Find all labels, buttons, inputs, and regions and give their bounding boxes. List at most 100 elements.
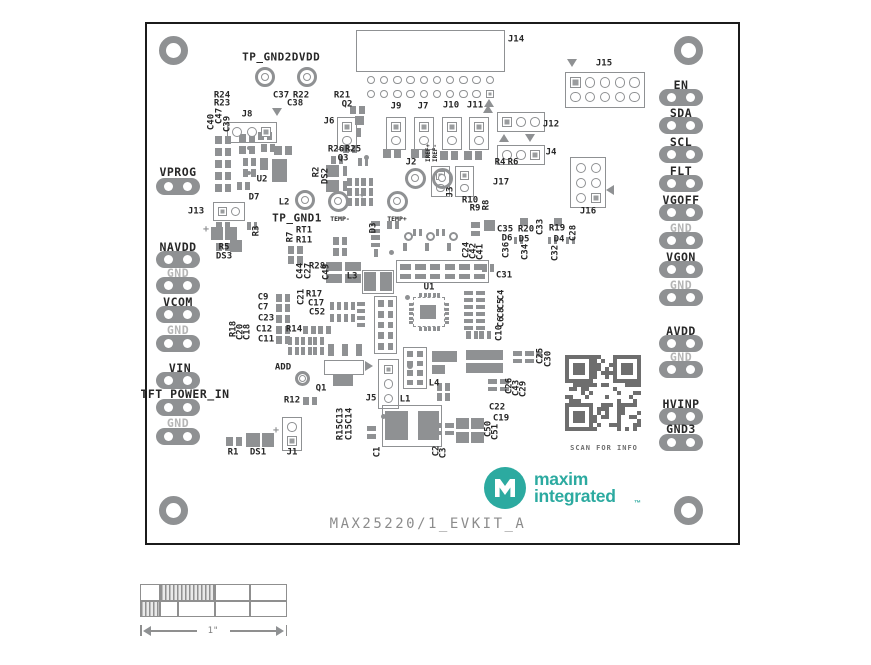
- component-body: [364, 272, 376, 291]
- component-pad: [476, 291, 485, 295]
- qr-module: [633, 391, 637, 395]
- pin1-marker-icon: [499, 134, 509, 142]
- component-outline: [324, 360, 364, 375]
- qr-module: [629, 383, 633, 387]
- pad-array-pad: [378, 310, 384, 318]
- pin-pad-gnd: [659, 288, 703, 306]
- connector-pin: [383, 364, 393, 374]
- ref-label-c33: C33: [535, 218, 546, 236]
- qr-module: [569, 403, 573, 407]
- pin1-marker-icon: [272, 108, 282, 116]
- qr-module: [565, 407, 569, 411]
- component-pad: [368, 198, 373, 206]
- ref-label-r28: R28: [308, 261, 326, 272]
- pin-pad-hole: [667, 120, 676, 130]
- connector-pin: [391, 122, 401, 132]
- component-pad: [464, 312, 473, 316]
- component-pad: [367, 426, 376, 431]
- component-pad: [357, 309, 365, 313]
- component-body: [471, 432, 484, 443]
- pin-pad-hole: [686, 411, 695, 421]
- qr-module: [605, 407, 609, 411]
- qr-module: [593, 419, 597, 423]
- testpoint-center: [298, 374, 306, 382]
- ref-label-r22: R22: [292, 90, 310, 101]
- component-body: [466, 363, 503, 373]
- pin-pad-hole: [667, 264, 676, 274]
- component-body: [211, 227, 223, 240]
- logo-word-2: integrated: [534, 486, 616, 506]
- component-body: [466, 350, 503, 360]
- qr-module: [609, 371, 613, 375]
- qr-module: [569, 399, 573, 403]
- ic-u1-pin: [409, 303, 413, 306]
- ref-label-c18: C18: [242, 323, 253, 341]
- qr-module: [565, 423, 569, 427]
- component-pad: [368, 178, 373, 186]
- qr-module: [613, 375, 617, 379]
- qr-module: [625, 403, 629, 407]
- qr-module: [601, 359, 605, 363]
- pad-array-outline: [396, 260, 489, 283]
- ref-label-j3: J3: [445, 186, 456, 198]
- component-body: [432, 365, 445, 374]
- ref-label-r24: R24: [213, 90, 231, 101]
- qr-module: [613, 367, 617, 371]
- ref-label-r10: R10: [461, 195, 479, 206]
- ic-u1-pin: [409, 321, 413, 325]
- component-pad: [301, 347, 305, 355]
- pin1-marker-icon: [484, 99, 494, 107]
- testpoint-ring: [255, 67, 275, 87]
- qr-module: [589, 391, 593, 395]
- component-pad: [313, 337, 317, 345]
- via: [364, 155, 369, 160]
- qr-module: [581, 415, 585, 419]
- ref-label-r23: R23: [213, 98, 231, 109]
- pad-array-pad: [378, 321, 384, 329]
- qr-module: [617, 419, 621, 423]
- qr-module: [617, 391, 621, 395]
- testpoint-center: [333, 196, 343, 206]
- testpoint-center: [301, 196, 309, 204]
- qr-module: [565, 415, 569, 419]
- qr-module: [577, 371, 581, 375]
- pad-array-pad: [417, 360, 423, 366]
- component-pad: [351, 314, 355, 322]
- qr-module: [577, 363, 581, 367]
- component-body: [484, 220, 495, 231]
- component-pad: [338, 156, 343, 164]
- connector-j10: [442, 117, 462, 150]
- pin-pad-hole: [686, 364, 695, 374]
- qr-module: [609, 403, 613, 407]
- component-pad: [313, 347, 317, 355]
- qr-module: [617, 411, 621, 415]
- ic-u1-pin: [445, 303, 449, 306]
- ref-label-tp_gnd1: TP_GND1: [272, 211, 322, 225]
- pcb-board-outline: [145, 22, 740, 545]
- component-pad: [248, 146, 255, 154]
- qr-module: [621, 367, 625, 371]
- pad-array-pad: [400, 273, 411, 279]
- component-body: [345, 262, 361, 271]
- component-body: [343, 181, 347, 191]
- qr-module: [593, 415, 597, 419]
- qr-module: [589, 403, 593, 407]
- pin-pad-sda: [659, 116, 703, 134]
- ref-label-d3: D3: [368, 222, 379, 234]
- qr-module: [581, 363, 585, 367]
- component-pad: [337, 302, 341, 310]
- component-body: [342, 344, 348, 356]
- pin-row-pin: [432, 75, 442, 85]
- connector-pin: [232, 127, 243, 138]
- mounting-hole: [158, 35, 188, 65]
- qr-module: [629, 379, 633, 383]
- ref-label-c41: C41: [475, 243, 486, 261]
- component-pad: [413, 229, 416, 236]
- ic-u1-pin: [445, 316, 449, 320]
- ref-label-c9: C9: [257, 292, 269, 303]
- ref-label-r11: R11: [295, 235, 313, 246]
- testpoint-ring: [327, 190, 349, 212]
- component-body: [246, 433, 260, 447]
- pin-row-pin: [472, 89, 481, 99]
- component-pad: [437, 393, 442, 401]
